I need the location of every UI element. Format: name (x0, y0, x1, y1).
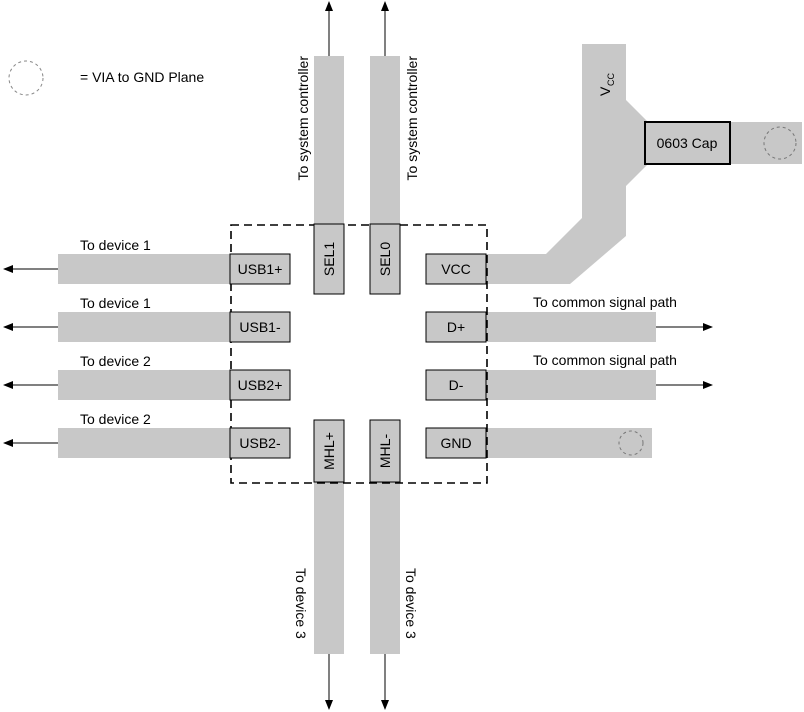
pin-gnd-label: GND (440, 435, 471, 451)
legend-text: = VIA to GND Plane (80, 69, 204, 85)
capacitor-label: 0603 Cap (657, 135, 718, 151)
vcc-trace-label-main: V (597, 86, 613, 96)
pin-usb2p-label: USB2+ (238, 377, 283, 393)
pin-sel0-label: SEL0 (377, 242, 393, 276)
pin-mhlm-label: MHL- (377, 434, 393, 469)
pin-usb2m-label: USB2- (239, 435, 281, 451)
via-legend-icon (8, 60, 44, 96)
pin-mhlp-label: MHL+ (321, 432, 337, 470)
vcc-trace-label: V CC (597, 73, 616, 96)
vcc-trace-label-sub: CC (606, 73, 616, 86)
trace-cap-right (730, 122, 802, 164)
label-to-device-2b: To device 2 (80, 411, 151, 427)
label-to-device-1b: To device 1 (80, 295, 151, 311)
pad-sel0 (369, 223, 401, 295)
pin-dp-label: D+ (447, 319, 465, 335)
via-gnd-icon (618, 430, 644, 456)
label-to-system-controller-1: To system controller (295, 56, 311, 181)
pad-mhlm (369, 419, 401, 483)
capacitor-0603 (644, 121, 731, 165)
pin-dm-label: D- (449, 377, 464, 393)
label-to-common-dp: To common signal path (533, 294, 677, 310)
pin-vcc-label: VCC (441, 261, 471, 277)
pad-usb1m (229, 311, 291, 343)
pad-mhlp (313, 419, 345, 483)
pin-sel1-label: SEL1 (321, 242, 337, 276)
pin-usb1m-label: USB1- (239, 319, 281, 335)
label-to-device-2a: To device 2 (80, 353, 151, 369)
pad-usb2p (229, 369, 291, 401)
pad-usb1p (229, 253, 291, 285)
pad-dm (425, 369, 487, 401)
pad-dp (425, 311, 487, 343)
pad-gnd (425, 427, 487, 459)
label-to-system-controller-2: To system controller (404, 56, 420, 181)
trace-vcc (426, 44, 648, 284)
pad-usb2m (229, 427, 291, 459)
label-to-common-dm: To common signal path (533, 352, 677, 368)
via-cap-icon (763, 126, 797, 160)
pin-usb1p-label: USB1+ (238, 261, 283, 277)
chip-outline (230, 224, 488, 484)
label-to-device-3a: To device 3 (293, 568, 309, 639)
label-to-device-3b: To device 3 (403, 568, 419, 639)
pad-vcc (425, 253, 487, 285)
label-to-device-1a: To device 1 (80, 237, 151, 253)
pad-sel1 (313, 223, 345, 295)
